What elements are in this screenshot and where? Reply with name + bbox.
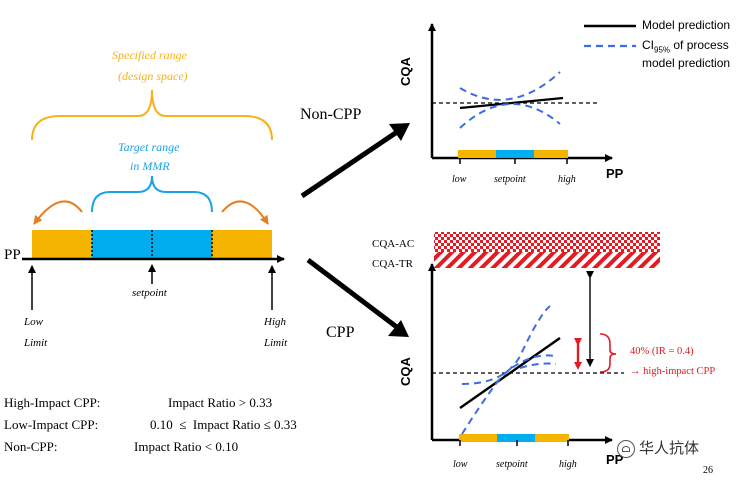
top-ci-lower: [459, 103, 561, 129]
top-ylabel: CQA: [398, 57, 413, 86]
def-high-impact-category: High-Impact CPP:: [4, 395, 101, 410]
non-cpp-label: Non-CPP: [300, 106, 362, 123]
bottom-ci-upper: [461, 305, 551, 385]
pp-axis-label: PP: [4, 247, 21, 263]
specified-range-bracket: [31, 89, 273, 141]
setpoint-label: setpoint: [132, 287, 167, 299]
bottom-ylabel: CQA: [398, 357, 413, 386]
top-tick-high: high: [558, 174, 576, 185]
top-tick-setpoint: setpoint: [494, 174, 526, 185]
legend-ci-label: CI95% of process: [642, 38, 729, 55]
pp-bar-low-orange: [32, 230, 92, 258]
pp-bar-high-orange: [212, 230, 272, 258]
arrow-to-non-cpp: [300, 127, 402, 199]
orange-curve-arrow-left: [33, 200, 83, 225]
bottom-model-line: [459, 337, 561, 409]
def-low-impact-rule: 0.10 ≤ Impact Ratio ≤ 0.33: [150, 417, 297, 432]
legend-model-label: Model prediction: [642, 18, 731, 32]
bottom-xlabel: PP: [606, 452, 624, 467]
high-label: High: [264, 316, 286, 328]
bottom-tick-high: high: [559, 459, 577, 470]
def-non-cpp-rule: Impact Ratio < 0.10: [134, 439, 239, 454]
in-mmr-label: in MMR: [130, 159, 170, 173]
bottom-tick-setpoint: setpoint: [496, 459, 528, 470]
red-bracket: [599, 333, 617, 373]
legend-ci-label-line2: model prediction: [642, 56, 731, 70]
def-high-impact-rule: Impact Ratio > 0.33: [168, 395, 273, 410]
cpp-label: CPP: [326, 324, 355, 341]
bottom-ci-lower: [461, 354, 556, 435]
low-limit-label: Limit: [24, 337, 48, 349]
top-model-line: [459, 96, 564, 110]
top-chart: [428, 23, 613, 164]
def-non-cpp-category: Non-CPP:: [4, 439, 58, 454]
top-xlabel: PP: [606, 166, 624, 181]
bottom-chart: [428, 263, 624, 446]
cqa-ac-label: CQA-AC: [372, 238, 415, 250]
top-tick-low: low: [452, 174, 467, 185]
def-low-impact-category: Low-Impact CPP:: [4, 417, 99, 432]
cqa-ac-region: [434, 232, 660, 252]
orange-curve-arrow-right: [221, 200, 269, 225]
cqa-tr-label: CQA-TR: [372, 258, 413, 270]
wechat-logo-icon: [617, 439, 635, 458]
bottom-ci-upper-tail: [519, 362, 557, 369]
low-label: Low: [24, 316, 43, 328]
impact-ratio-note: 40% (IR = 0.4): [630, 346, 694, 357]
high-limit-label: Limit: [264, 337, 288, 349]
bottom-tick-low: low: [453, 459, 468, 470]
specified-range-label: Specified range: [112, 48, 187, 62]
page-number: 26: [703, 465, 713, 476]
target-range-label: Target range: [118, 140, 180, 154]
high-impact-note: → high-impact CPP: [630, 366, 716, 377]
cqa-tr-region: [434, 252, 660, 268]
design-space-label: (design space): [118, 69, 188, 83]
watermark: 华人抗体: [617, 437, 699, 458]
arrow-to-cpp: [306, 258, 400, 330]
target-range-bracket: [91, 175, 213, 213]
top-ci-upper: [459, 71, 561, 101]
